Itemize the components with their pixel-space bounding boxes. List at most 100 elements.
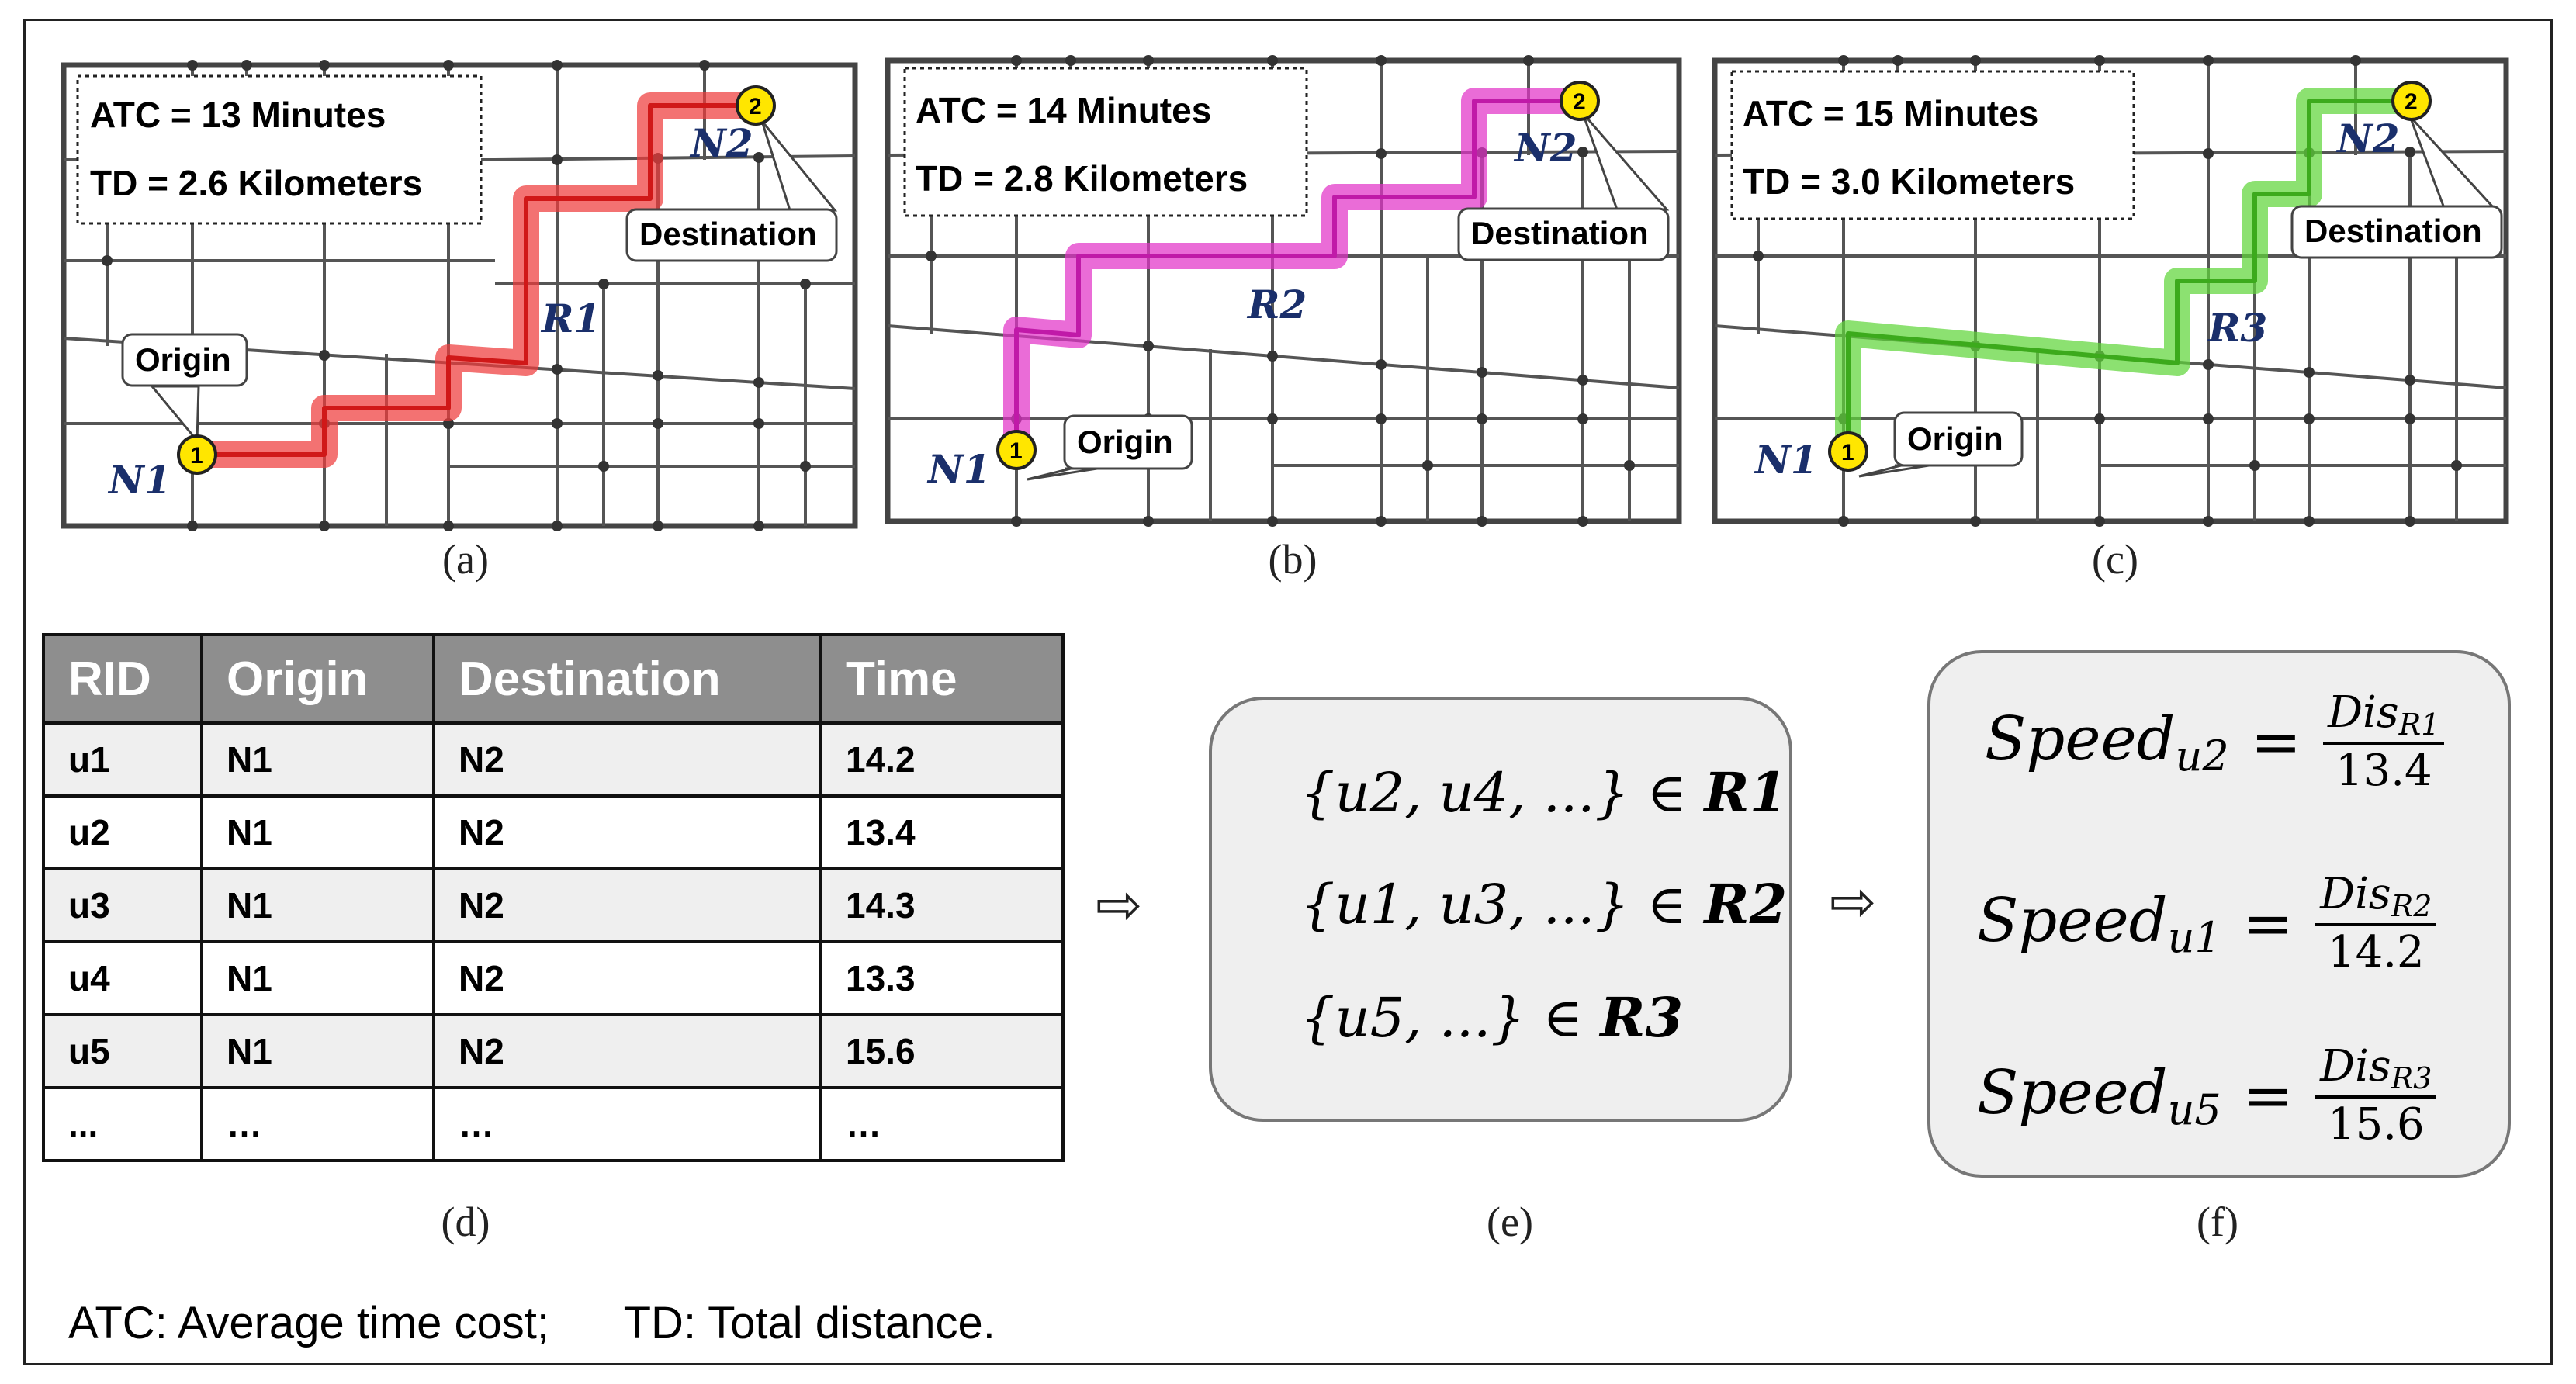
- destination-marker: 2: [2391, 81, 2432, 121]
- start-node-label: N1: [107, 457, 171, 503]
- end-node-label: N2: [1513, 125, 1577, 171]
- cell-time: 14.3: [819, 867, 1065, 943]
- cell-destination: N2: [432, 940, 822, 1016]
- origin-marker: 1: [1828, 431, 1868, 472]
- destination-marker-number: 2: [2405, 89, 2418, 115]
- header-origin: Origin: [200, 633, 435, 725]
- map-panel-b: ATC = 14 Minutes TD = 2.8 Kilometers Ori…: [885, 55, 1682, 527]
- origin-callout: Origin: [1858, 411, 2024, 478]
- cell-rid: u5: [42, 1013, 203, 1089]
- set-route: R1: [1704, 760, 1788, 825]
- route-set-line: {u1, u3, ...} ∈ R2: [1300, 872, 1787, 936]
- destination-label: Destination: [639, 216, 817, 252]
- trip-time: 15.6: [2327, 1099, 2425, 1150]
- speed-fraction: DisR1 13.4: [2323, 689, 2445, 797]
- table-row: u2 N1 N2 13.4: [42, 794, 1065, 870]
- atc-text: ATC = 13 Minutes: [90, 95, 386, 135]
- abbreviation-note: ATC: Average time cost; TD: Total distan…: [68, 1298, 995, 1348]
- destination-marker-number: 2: [749, 94, 762, 119]
- end-node-label: N2: [689, 120, 753, 166]
- set-members: {u2, u4, ...} ∈: [1300, 761, 1705, 825]
- cell-destination: N2: [432, 867, 822, 943]
- speed-fraction: DisR2 14.2: [2315, 870, 2437, 978]
- trip-time: 13.4: [2335, 745, 2432, 796]
- destination-callout: Destination: [2290, 115, 2503, 259]
- cell-time: 14.2: [819, 721, 1065, 798]
- origin-label: Origin: [135, 341, 231, 378]
- trip-records-table: RID Origin Destination Time u1 N1 N2 14.…: [42, 633, 1065, 1162]
- route-label: R1: [540, 296, 601, 341]
- map-panel-c: ATC = 15 Minutes TD = 3.0 Kilometers Ori…: [1712, 55, 2509, 527]
- caption-e: (e): [1487, 1199, 1533, 1245]
- destination-label: Destination: [2304, 213, 2482, 249]
- cell-origin: N1: [200, 1013, 435, 1089]
- cell-destination: …: [432, 1086, 822, 1162]
- cell-rid: ...: [42, 1086, 203, 1162]
- table-row: u5 N1 N2 15.6: [42, 1013, 1065, 1089]
- equals-sign: =: [2242, 1061, 2294, 1132]
- table-row: u4 N1 N2 13.3: [42, 940, 1065, 1016]
- destination-marker-number: 2: [1573, 89, 1586, 115]
- header-destination: Destination: [432, 633, 822, 725]
- route-r3-centerline: [1846, 99, 2409, 452]
- route-set-line: {u2, u4, ...} ∈ R1: [1300, 760, 1787, 825]
- speed-equation: Speedu5 = DisR3 15.6: [1977, 1043, 2437, 1150]
- speed-lhs: Speedu2: [1985, 704, 2229, 781]
- info-box: ATC = 15 Minutes TD = 3.0 Kilometers: [1730, 70, 2135, 220]
- arrow-right-icon: ⇨: [1096, 872, 1143, 937]
- speed-lhs: Speedu1: [1977, 886, 2221, 963]
- set-members: {u1, u3, ...} ∈: [1300, 873, 1705, 936]
- end-node-label: N2: [2335, 116, 2400, 161]
- set-route: R2: [1704, 872, 1788, 936]
- destination-marker: 2: [1560, 81, 1600, 121]
- caption-b: (b): [1268, 536, 1317, 583]
- cell-rid: u2: [42, 794, 203, 870]
- td-text: TD = 2.6 Kilometers: [90, 163, 422, 203]
- table-row: ... … … …: [42, 1086, 1065, 1162]
- cell-rid: u4: [42, 940, 203, 1016]
- destination-label: Destination: [1471, 215, 1649, 251]
- start-node-label: N1: [926, 446, 991, 492]
- speed-equations-box: [1927, 650, 2511, 1178]
- route-set-line: {u5, ...} ∈ R3: [1300, 985, 1683, 1050]
- cell-origin: …: [200, 1086, 435, 1162]
- origin-label: Origin: [1907, 420, 2003, 457]
- cell-destination: N2: [432, 1013, 822, 1089]
- route-sets-box: [1209, 697, 1792, 1122]
- cell-origin: N1: [200, 794, 435, 870]
- route-r1-centerline: [195, 103, 758, 457]
- cell-destination: N2: [432, 721, 822, 798]
- origin-callout: Origin: [1027, 414, 1193, 481]
- header-rid: RID: [42, 633, 203, 725]
- destination-callout: Destination: [1457, 112, 1670, 261]
- arrow-right-icon: ⇨: [1830, 869, 1877, 934]
- caption-d: (d): [441, 1199, 490, 1245]
- route-label: R3: [2207, 305, 2267, 351]
- cell-origin: N1: [200, 940, 435, 1016]
- equals-sign: =: [2242, 889, 2294, 960]
- cell-destination: N2: [432, 794, 822, 870]
- speed-equation: Speedu2 = DisR1 13.4: [1985, 689, 2445, 797]
- info-box: ATC = 13 Minutes TD = 2.6 Kilometers: [76, 74, 483, 225]
- origin-callout: Origin: [121, 333, 248, 445]
- trip-time: 14.2: [2327, 926, 2425, 977]
- atc-text: ATC = 14 Minutes: [916, 90, 1211, 130]
- origin-marker: 1: [177, 434, 217, 475]
- table-row: u1 N1 N2 14.2: [42, 721, 1065, 798]
- info-box: ATC = 14 Minutes TD = 2.8 Kilometers: [903, 67, 1308, 217]
- cell-origin: N1: [200, 721, 435, 798]
- start-node-label: N1: [1754, 437, 1818, 483]
- cell-rid: u1: [42, 721, 203, 798]
- route-r2-centerline: [1014, 99, 1570, 452]
- destination-marker: 2: [736, 85, 776, 126]
- set-route: R3: [1600, 985, 1684, 1050]
- figure-frame: [23, 19, 2553, 1365]
- header-time: Time: [819, 633, 1065, 725]
- map-panel-a: ATC = 13 Minutes TD = 2.6 Kilometers Ori…: [61, 60, 858, 531]
- atc-text: ATC = 15 Minutes: [1743, 93, 2038, 133]
- origin-marker-number: 1: [1009, 438, 1023, 464]
- td-text: TD = 2.8 Kilometers: [916, 158, 1248, 199]
- speed-equation: Speedu1 = DisR2 14.2: [1977, 870, 2437, 978]
- destination-callout: Destination: [625, 120, 838, 262]
- table-row: u3 N1 N2 14.3: [42, 867, 1065, 943]
